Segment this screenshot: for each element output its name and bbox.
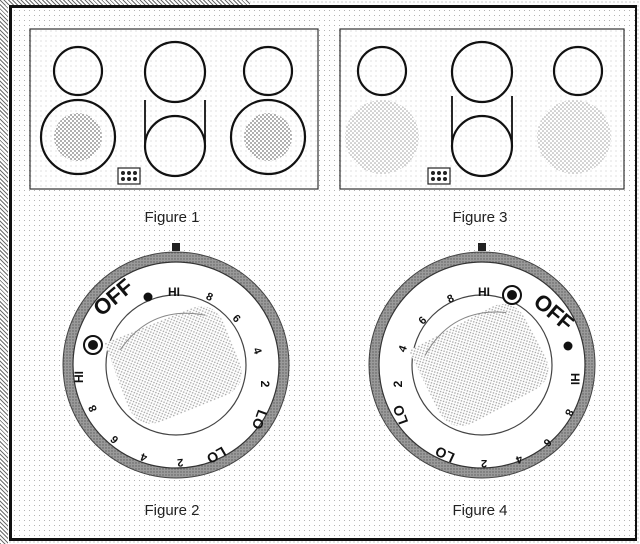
hi-top-label-2: HI [168,285,180,299]
knob-grip-4 [408,303,549,427]
burner-center-top-3 [450,40,514,104]
num-8b-2: 8 [87,403,100,414]
num-4b-4: 4 [513,452,524,466]
knob-inner-circle-2 [105,294,247,436]
figure-2-knob: OFF HI 8 6 4 2 LO LO 2 4 6 8 HI [62,243,290,479]
lo-bottom-label-4: LO [433,443,457,466]
hi-side-label-4: HI [568,373,582,385]
knob-grip-edge-2 [119,312,206,351]
num-4a-2: 4 [250,346,264,357]
lo-right-label-2: LO [249,408,271,432]
burner-large-left-active [54,113,102,161]
top-hatch-strip [0,0,250,5]
knob-inner-circle-4 [411,294,553,436]
figure-4-knob: HI OFF HI 8 6 4 2 LO LO 2 4 6 8 [368,243,596,479]
target-icon-2 [83,335,103,355]
num-2b-4: 2 [481,457,487,469]
figure-3-cooktop [339,28,625,190]
figure-3-caption: Figure 3 [452,209,507,226]
off-dot-4 [563,341,573,351]
num-2a-4: 2 [391,380,405,387]
num-4b-2: 4 [138,450,149,464]
burner-small-left [52,45,104,97]
hi-side-label-2: HI [72,371,86,383]
cooktop-panel [29,28,319,190]
figure-1-caption: Figure 1 [144,209,199,226]
off-dot-2 [143,292,153,302]
lo-left-label-4: LO [389,403,411,427]
burner-small-right [242,45,294,97]
num-8a-4: 8 [445,293,456,306]
num-8b-4: 8 [562,407,575,418]
burner-large-right-3 [537,100,611,174]
figure-2-caption: Figure 2 [144,502,199,519]
indicator-mark-2 [172,243,180,251]
knob-grip-2 [104,306,242,424]
num-8a-2: 8 [204,291,215,304]
dial-labels-4: HI OFF HI 8 6 4 2 LO LO 2 4 6 8 [389,285,582,469]
figure-4-caption: Figure 4 [452,502,507,519]
burner-large-left [39,98,117,176]
target-icon-4 [502,285,522,305]
burner-small-left-3 [356,45,408,97]
num-2a-2: 2 [258,381,272,388]
figure-1-cooktop [29,28,319,190]
hi-top-label-4: HI [478,285,490,299]
burner-layout-icon [117,167,141,185]
burner-large-right [229,98,307,176]
num-2b-2: 2 [177,456,184,468]
indicator-mark-4 [478,243,486,251]
burner-center-top [143,40,207,104]
burner-small-right-3 [552,45,604,97]
burner-large-right-active [244,113,292,161]
num-4a-4: 4 [396,343,410,354]
left-hatch-strip [0,0,8,544]
knob-grip-edge-4 [424,311,507,356]
burner-layout-icon-3 [427,167,451,185]
burner-large-left-3 [345,100,419,174]
